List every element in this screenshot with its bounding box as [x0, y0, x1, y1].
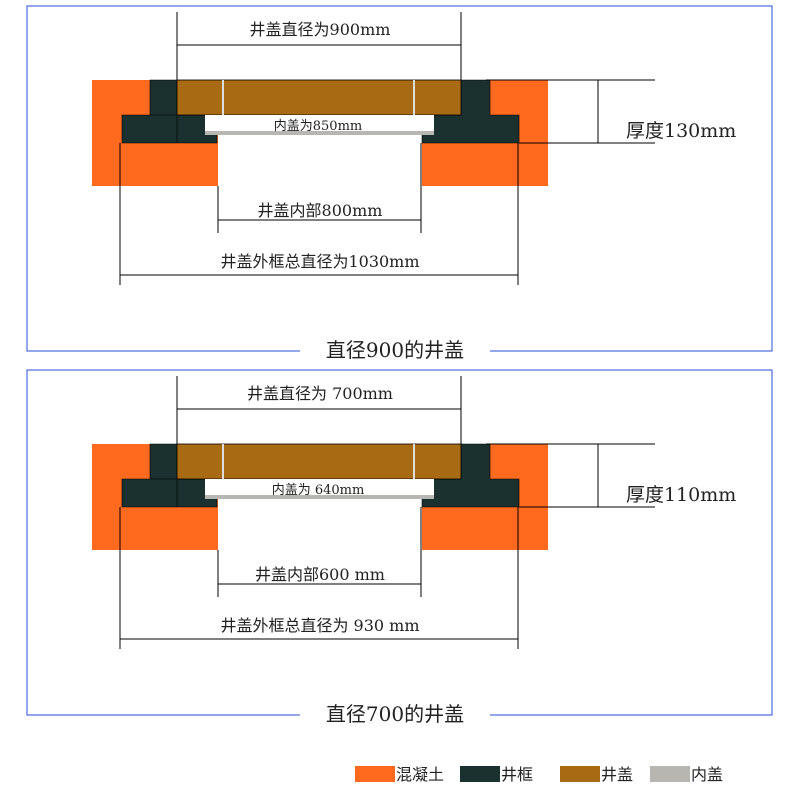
- inner-cover-bottom: [205, 131, 434, 135]
- inner-cover: [205, 479, 434, 497]
- inner-opening-label: 井盖内部600 mm: [255, 565, 385, 584]
- legend-swatch: [460, 766, 500, 782]
- outer-frame-label: 井盖外框总直径为 930 mm: [220, 616, 419, 635]
- legend-label: 井盖: [601, 765, 633, 784]
- legend-label: 井框: [501, 765, 533, 784]
- legend-swatch: [355, 766, 395, 782]
- inner-opening-label: 井盖内部800mm: [258, 201, 383, 220]
- panel-700: 直径700的井盖 内盖为 640mm 井盖直径为 700mm 厚度110mm 井盖内部6…: [26, 369, 773, 728]
- cover-diameter-label: 井盖直径为900mm: [250, 20, 391, 39]
- cover-diameter-label: 井盖直径为 700mm: [247, 384, 393, 403]
- legend: 混凝土 井框 井盖 内盖: [355, 765, 723, 784]
- caption-background: [300, 702, 490, 728]
- panel-900: 直径900的井盖 内盖为850mm 井盖直径为900mm 厚度130mm 井盖内部800…: [26, 5, 773, 364]
- panel-caption: 直径700的井盖: [326, 702, 464, 726]
- inner-cover: [205, 115, 434, 133]
- cover: [176, 79, 462, 116]
- outer-frame-label: 井盖外框总直径为1030mm: [220, 252, 419, 271]
- legend-swatch: [650, 766, 690, 782]
- thickness-label: 厚度130mm: [626, 120, 736, 142]
- inner-cover-label: 内盖为 640mm: [272, 482, 365, 498]
- legend-label: 内盖: [691, 765, 723, 784]
- legend-label: 混凝土: [396, 765, 444, 784]
- inner-cover-bottom: [205, 495, 434, 499]
- cover: [176, 443, 462, 480]
- legend-swatch: [560, 766, 600, 782]
- caption-background: [300, 338, 490, 364]
- panel-caption: 直径900的井盖: [326, 338, 464, 362]
- inner-cover-label: 内盖为850mm: [274, 118, 362, 134]
- thickness-label: 厚度110mm: [626, 484, 736, 506]
